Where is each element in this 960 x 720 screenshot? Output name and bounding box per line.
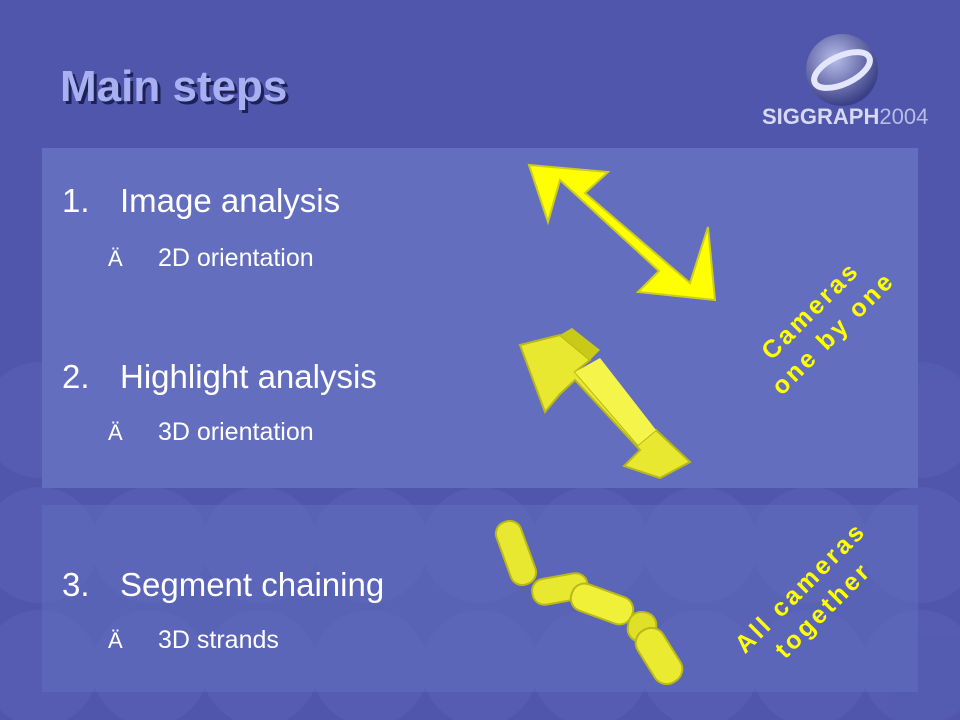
content-panel-top (42, 148, 918, 488)
slide-title: Main steps (60, 62, 288, 111)
2d-double-arrow-icon (527, 163, 717, 302)
content-panel-bottom (42, 505, 918, 692)
siggraph-logo-text: SIGGRAPH2004 (762, 104, 929, 129)
step-1-sub: Ä 2D orientation (108, 244, 314, 273)
step-2-sub: Ä 3D orientation (108, 418, 314, 447)
step-number: 2. (62, 358, 90, 395)
step-1: 1. Image analysis (62, 182, 340, 220)
step-number: 1. (62, 182, 90, 219)
bullet-arrow-icon: Ä (108, 246, 123, 271)
3d-strand-segments-icon (494, 519, 684, 686)
sub-label: 3D orientation (158, 418, 314, 446)
sub-label: 2D orientation (158, 244, 314, 272)
step-label: Segment chaining (120, 566, 385, 603)
step-3: 3. Segment chaining (62, 566, 384, 604)
siggraph-logo (806, 34, 878, 106)
3d-double-arrow-icon (518, 328, 692, 480)
step-label: Image analysis (120, 182, 341, 219)
bullet-arrow-icon: Ä (108, 420, 123, 445)
bullet-arrow-icon: Ä (108, 628, 123, 653)
sub-label: 3D strands (158, 626, 279, 654)
step-3-sub: Ä 3D strands (108, 626, 279, 655)
step-number: 3. (62, 566, 90, 603)
step-label: Highlight analysis (120, 358, 377, 395)
step-2: 2. Highlight analysis (62, 358, 377, 396)
